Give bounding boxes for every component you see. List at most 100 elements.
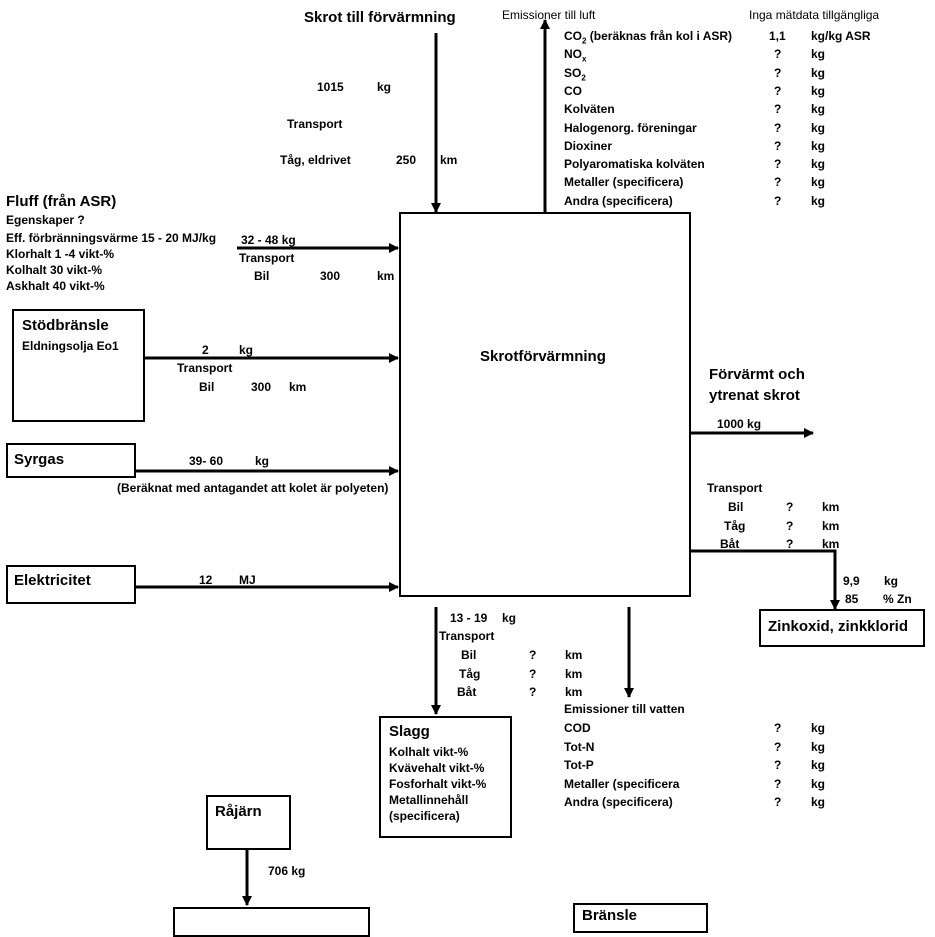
slagg-transport-label: Transport bbox=[439, 629, 495, 643]
water-emission-name: Tot-P bbox=[564, 758, 594, 772]
stod-transport-label: Transport bbox=[177, 361, 233, 375]
stod-amount: 2 bbox=[202, 343, 209, 357]
output-amount: 1000 kg bbox=[717, 417, 762, 431]
fluff-properties: Egenskaper ? bbox=[6, 213, 85, 227]
water-emission-name: Andra (specificera) bbox=[564, 795, 673, 809]
stod-transport-mode: Bil bbox=[199, 380, 215, 394]
scrap-amount: 1015 bbox=[317, 80, 344, 94]
syrgas-box bbox=[6, 443, 136, 478]
bransle-title: Bränsle bbox=[582, 907, 638, 924]
right-transport-unit: km bbox=[822, 518, 840, 533]
bottom-process-box bbox=[173, 907, 370, 937]
scrap-transport-distance: 250 bbox=[396, 153, 417, 167]
right-transport-unit: km bbox=[822, 537, 840, 551]
syrgas-unit: kg bbox=[255, 454, 270, 468]
right-transport-mode: Båt bbox=[720, 537, 740, 551]
water-emission-name: Tot-N bbox=[564, 739, 595, 754]
water-emission-name: Metaller (specificera bbox=[564, 776, 680, 791]
air-emission-name: CO2 (beräknas från kol i ASR) bbox=[564, 29, 733, 46]
air-emission-name: CO bbox=[564, 83, 582, 98]
right-transport-value: ? bbox=[786, 500, 794, 514]
air-emission-name: Metaller (specificera) bbox=[564, 175, 684, 190]
air-emission-unit: kg bbox=[811, 83, 826, 98]
zink-title: Zinkoxid, zinkklorid bbox=[768, 618, 909, 635]
slagg-box bbox=[379, 716, 512, 838]
scrap-transport-label: Transport bbox=[287, 117, 343, 131]
fluff-transport-distance: 300 bbox=[320, 269, 341, 283]
stod-unit: kg bbox=[239, 343, 254, 357]
water-emission-unit: kg bbox=[811, 758, 826, 772]
water-emission-value: ? bbox=[774, 739, 782, 754]
air-emission-unit: kg bbox=[811, 65, 826, 80]
air-emission-name: NOx bbox=[564, 47, 587, 64]
air-emission-value: ? bbox=[774, 120, 782, 135]
air-emission-value: ? bbox=[774, 102, 782, 117]
output-title-1: Förvärmt och bbox=[709, 366, 805, 383]
air-emission-name: Polyaromatiska kolväten bbox=[564, 157, 705, 172]
stod-title: Stödbränsle bbox=[22, 317, 109, 334]
fluff-carbon: Kolhalt 30 vikt-% bbox=[6, 263, 103, 277]
air-emission-value: ? bbox=[774, 193, 782, 208]
water-emission-name: COD bbox=[564, 721, 591, 735]
air-emission-name: Dioxiner bbox=[564, 138, 613, 153]
scrap-title: Skrot till förvärmning bbox=[304, 9, 456, 26]
scrap-transport-unit: km bbox=[440, 153, 458, 167]
el-amount: 12 bbox=[199, 573, 213, 587]
air-emission-name: Andra (specificera) bbox=[564, 193, 673, 208]
air-emission-unit: kg bbox=[811, 157, 826, 172]
fluff-amount: 32 - 48 kg bbox=[241, 233, 296, 247]
slagg-transport-unit: km bbox=[565, 666, 583, 681]
syrgas-note: (Beräknat med antagandet att kolet är po… bbox=[117, 481, 389, 495]
air-emission-unit: kg bbox=[811, 120, 826, 135]
zink-amount: 9,9 bbox=[843, 574, 860, 588]
water-emission-value: ? bbox=[774, 758, 782, 772]
fluff-title: Fluff (från ASR) bbox=[6, 193, 117, 210]
stod-transport-unit: km bbox=[289, 380, 307, 394]
air-emission-value: 1,1 bbox=[769, 29, 786, 43]
stod-fuel: Eldningsolja Eo1 bbox=[22, 339, 119, 353]
slagg-carbon: Kolhalt vikt-% bbox=[389, 745, 469, 759]
slagg-transport-unit: km bbox=[565, 648, 583, 662]
right-transport-label: Transport bbox=[707, 481, 763, 495]
slagg-title: Slagg bbox=[389, 723, 430, 740]
slagg-unit: kg bbox=[502, 611, 517, 625]
slagg-transport-mode: Tåg bbox=[459, 666, 481, 681]
process-title: Skrotförvärmning bbox=[480, 348, 606, 365]
zink-pct-unit: % Zn bbox=[883, 592, 912, 606]
air-emission-value: ? bbox=[774, 47, 782, 62]
slagg-nitrogen: Kvävehalt vikt-% bbox=[389, 761, 485, 775]
syrgas-amount: 39- 60 bbox=[189, 454, 224, 468]
slagg-specify: (specificera) bbox=[389, 809, 460, 823]
air-emission-unit: kg bbox=[811, 193, 826, 208]
scrap-unit: kg bbox=[377, 80, 392, 94]
air-nodata-note: Inga mätdata tillgängliga bbox=[749, 8, 880, 22]
fluff-transport-unit: km bbox=[377, 269, 395, 283]
fluff-transport-label: Transport bbox=[239, 251, 295, 265]
water-emissions-title: Emissioner till vatten bbox=[564, 702, 685, 716]
scrap-transport-mode: Tåg, eldrivet bbox=[280, 153, 351, 167]
water-emission-value: ? bbox=[774, 795, 782, 809]
rajarn-amount: 706 kg bbox=[268, 864, 306, 878]
air-emission-name: Halogenorg. föreningar bbox=[564, 120, 697, 135]
slagg-transport-value: ? bbox=[529, 648, 537, 662]
air-emissions-title: Emissioner till luft bbox=[502, 8, 596, 22]
process-box bbox=[399, 212, 691, 597]
air-emission-value: ? bbox=[774, 138, 782, 153]
water-emission-unit: kg bbox=[811, 721, 826, 735]
air-emission-name: Kolväten bbox=[564, 102, 615, 117]
slagg-phosphorus: Fosforhalt vikt-% bbox=[389, 777, 487, 791]
el-unit: MJ bbox=[239, 573, 256, 587]
slagg-transport-mode: Båt bbox=[457, 685, 477, 699]
slagg-transport-mode: Bil bbox=[461, 648, 477, 662]
slagg-transport-unit: km bbox=[565, 685, 583, 699]
arrow-zink bbox=[690, 549, 840, 610]
el-title: Elektricitet bbox=[14, 572, 91, 589]
stod-box bbox=[12, 309, 145, 422]
right-transport-mode: Tåg bbox=[724, 518, 746, 533]
right-transport-unit: km bbox=[822, 500, 840, 514]
el-box bbox=[6, 565, 136, 604]
right-transport-mode: Bil bbox=[728, 500, 744, 514]
air-emission-unit: kg/kg ASR bbox=[811, 29, 871, 43]
air-emission-name: SO2 bbox=[564, 65, 586, 82]
water-emission-unit: kg bbox=[811, 795, 826, 809]
